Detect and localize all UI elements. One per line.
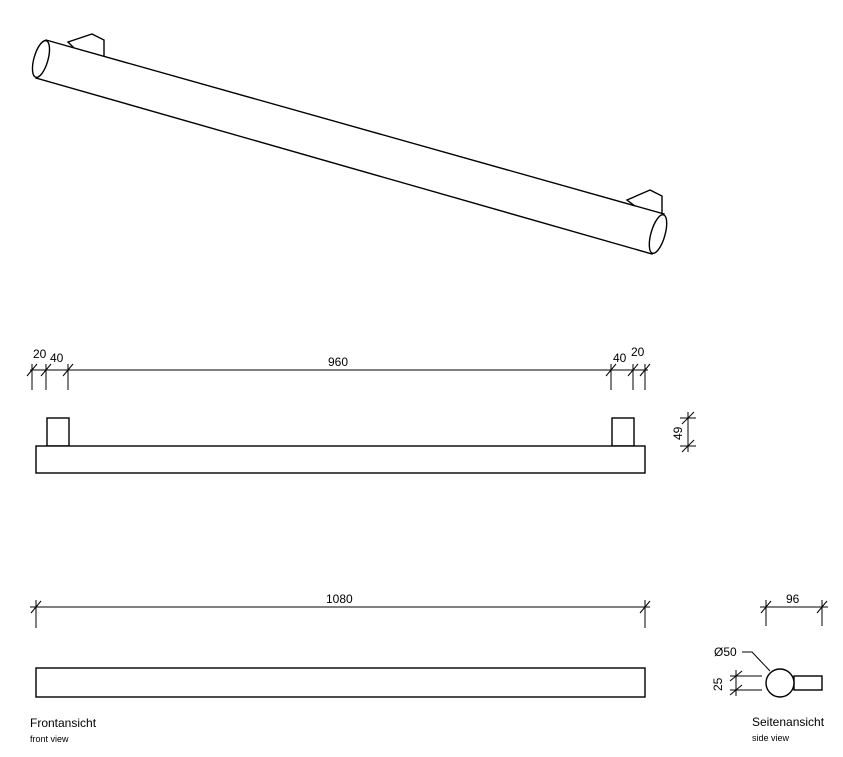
label-side-en: side view bbox=[752, 733, 790, 743]
label-front-de: Frontansicht bbox=[30, 716, 97, 730]
top-right-bracket bbox=[611, 417, 635, 447]
dim-right-bracket: 40 bbox=[613, 351, 627, 365]
iso-right-end bbox=[648, 213, 668, 255]
side-view: 96 Ø50 25 Seitenansicht side view bbox=[711, 592, 828, 743]
front-bar bbox=[35, 667, 646, 698]
dim-bracket-height: 49 bbox=[671, 426, 685, 440]
top-view: 20 40 960 40 20 49 bbox=[26, 345, 696, 474]
side-bar-section bbox=[765, 668, 795, 698]
dim-axis-offset: 25 bbox=[711, 677, 725, 691]
label-front-en: front view bbox=[30, 734, 69, 744]
dim-left-bracket: 40 bbox=[50, 351, 64, 365]
dim-diameter: Ø50 bbox=[714, 645, 737, 659]
dim-left-end: 20 bbox=[33, 347, 47, 361]
iso-bar bbox=[35, 39, 665, 255]
top-bar bbox=[35, 445, 646, 474]
front-view: 1080 Frontansicht front view bbox=[30, 592, 651, 744]
label-side-de: Seitenansicht bbox=[752, 715, 825, 729]
dim-center-distance: 960 bbox=[328, 355, 348, 369]
dim-projection: 96 bbox=[786, 592, 800, 606]
dim-right-end: 20 bbox=[631, 345, 645, 359]
iso-left-end bbox=[31, 39, 51, 79]
top-left-bracket bbox=[46, 417, 70, 447]
isometric-view bbox=[31, 33, 668, 255]
side-bracket bbox=[793, 675, 823, 691]
dim-overall-length: 1080 bbox=[326, 592, 353, 606]
